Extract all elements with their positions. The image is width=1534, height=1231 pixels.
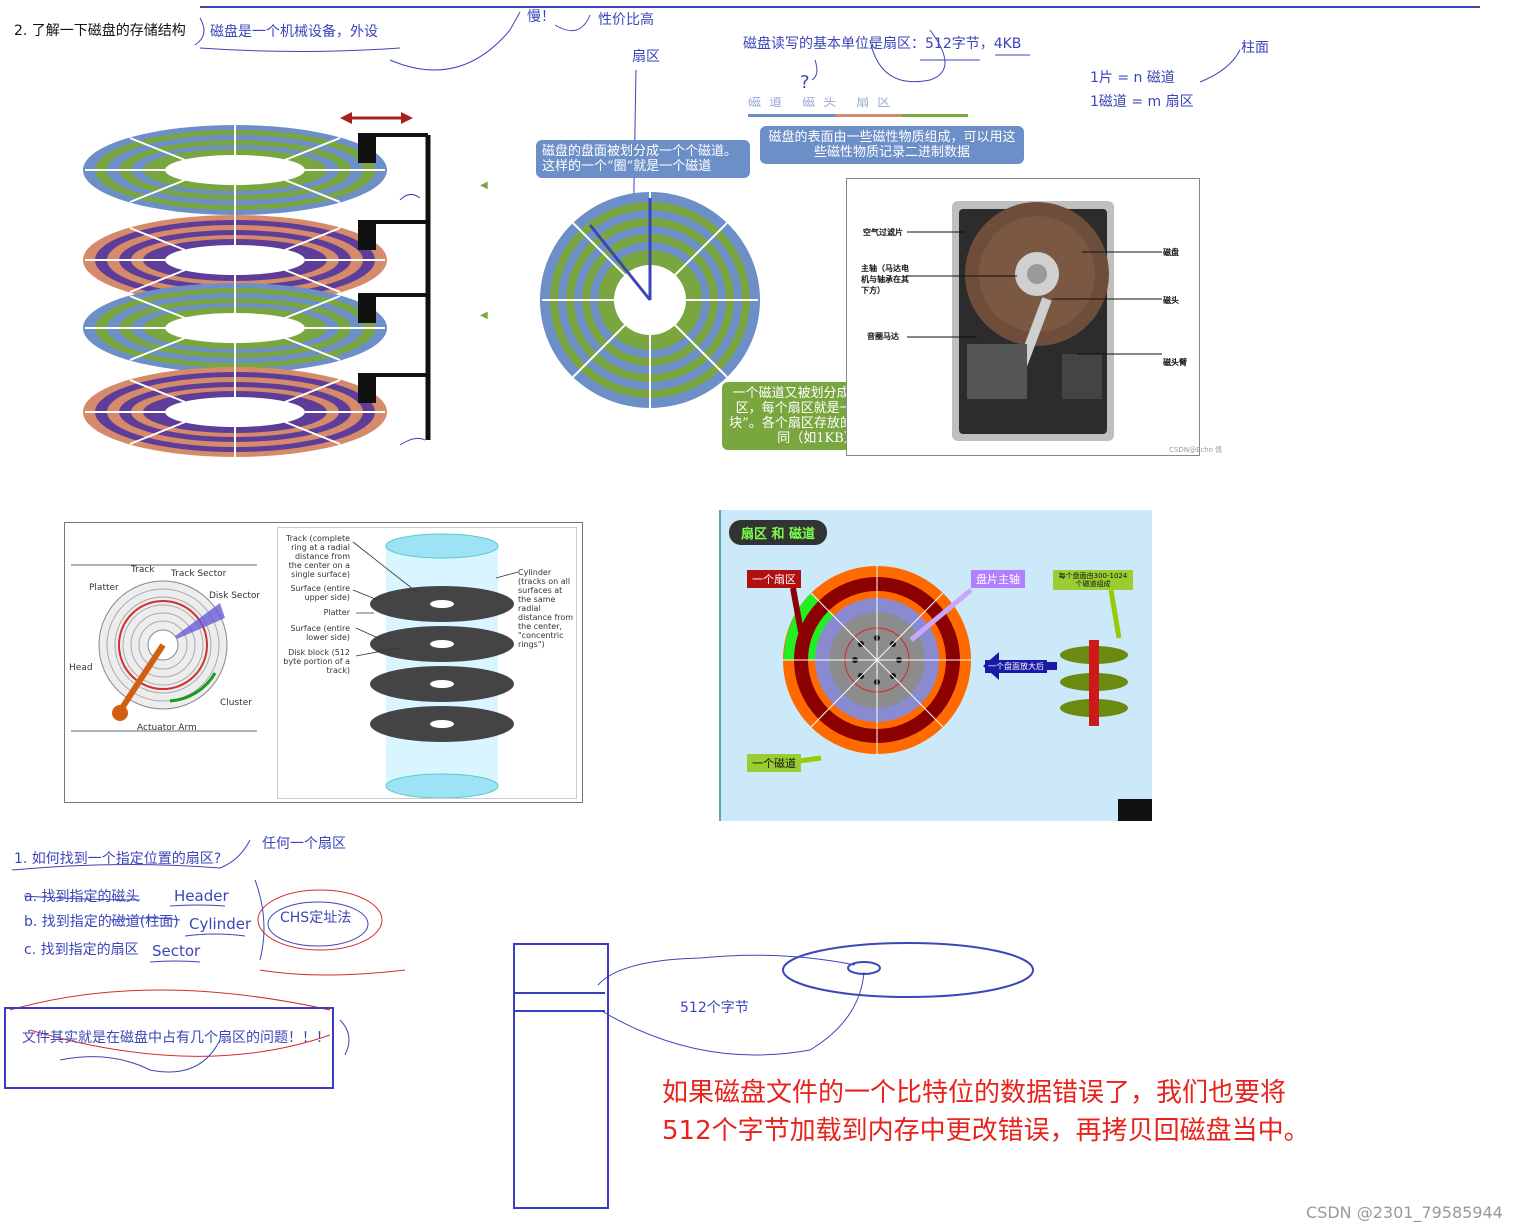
label-cylinder-desc: Cylinder (tracks on all surfaces at the … <box>518 568 574 649</box>
label-head: Head <box>69 663 93 673</box>
label-surface-upper: Surface (entire upper side) <box>290 584 350 602</box>
step-b-en: Cylinder <box>189 915 252 933</box>
label-platter: Platter <box>89 583 119 593</box>
top-rule <box>200 6 1480 8</box>
chs-method: CHS定址法 <box>280 910 352 926</box>
label-disk-sector: Disk Sector <box>209 591 261 601</box>
label-disk-block: Disk block (512 byte portion of a track) <box>283 648 350 675</box>
panel-title: 扇区 和 磁道 <box>729 520 828 545</box>
left-arrow-marker: ◀ <box>480 180 488 191</box>
disk-desc: 磁盘是一个机械设备，外设 <box>210 24 378 40</box>
question-mark: ? <box>800 72 810 93</box>
sector-track-panel: 扇区 和 磁道 一个扇区 盘片主轴 每个盘面由300-1024个磁道组成 一个盘 <box>719 510 1152 821</box>
file-note-box <box>4 1007 334 1089</box>
hdd-photo <box>907 201 1162 441</box>
bottom-handwriting-strokes <box>9 839 1034 1073</box>
callout-surface: 磁盘的表面由一些磁性物质组成，可以用这些磁性物质记录二进制数据 <box>760 126 1024 164</box>
label-cluster: Cluster <box>220 698 252 708</box>
label-each-platter: 每个盘面由300-1024个磁道组成 <box>1053 570 1133 590</box>
memory-block-segment <box>513 992 605 1012</box>
step-a-en: Header <box>174 887 229 905</box>
label-one-track: 一个磁道 <box>747 754 801 772</box>
memory-block <box>513 943 609 1209</box>
piece-track-note: 1片 = n 磁道 <box>1090 70 1175 86</box>
label-one-sector: 一个扇区 <box>747 570 801 588</box>
left-arrow-marker-2: ◀ <box>480 310 488 321</box>
section-title: 2. 了解一下磁盘的存储结构 <box>14 23 186 39</box>
disk-anatomy-figure: Track Track Sector Platter Disk Sector H… <box>64 522 583 803</box>
hdd-label-spindle: 主轴（马达电机与轴承在其下方） <box>861 264 909 295</box>
hdd-label-arm: 磁头臂 <box>1163 358 1187 367</box>
label-track-sector: Track Sector <box>171 569 227 579</box>
cylinder-figure-frame: Track (complete ring at a radial distanc… <box>277 527 577 799</box>
cylinder-label: 柱面 <box>1241 40 1269 56</box>
file-note: 文件其实就是在磁盘中占有几个扇区的问题！！！ <box>22 1030 330 1046</box>
hdd-label-voice-motor: 音圈马达 <box>867 332 899 341</box>
cylinder-figure <box>352 533 519 798</box>
step-c: c. 找到指定的扇区 <box>24 942 139 958</box>
label-track: Track <box>131 565 155 575</box>
cost-perf-note: 性价比高 <box>598 12 654 28</box>
hdd-label-platter: 磁盘 <box>1163 248 1179 257</box>
csdn-watermark: CSDN @2301_79585944 <box>1306 1203 1503 1222</box>
hdd-photo-frame: 空气过滤片 主轴（马达电机与轴承在其下方） 音圈马达 磁盘 磁头 磁头臂 CSD… <box>846 178 1222 456</box>
q1: 1. 如何找到一个指定位置的扇区? <box>14 851 222 867</box>
track-sector-disk <box>540 192 760 408</box>
hdd-label-head: 磁头 <box>1163 296 1179 305</box>
slow-note: 慢！ <box>527 9 555 25</box>
callout-track: 磁盘的盘面被划分成一个个磁道。这样的一个“圈”就是一个磁道 <box>536 140 750 178</box>
label-surface-lower: Surface (entire lower side) <box>290 624 350 642</box>
label-spindle: 盘片主轴 <box>971 570 1025 588</box>
red-note-line2: 512个字节加载到内存中更改错误，再拷贝回磁盘当中。 <box>662 1116 1310 1146</box>
sector-label: 扇区 <box>632 49 660 65</box>
top-handwriting-strokes <box>194 11 1241 200</box>
label-platter-right: Platter <box>323 608 350 617</box>
track-sector-note: 1磁道 = m 扇区 <box>1090 94 1194 110</box>
faded-header: 磁道 磁头 扇区 <box>748 97 968 119</box>
label-platter-zoom: 一个盘面放大后 <box>985 660 1047 673</box>
sector-track-disk <box>770 566 1152 821</box>
platter-stack-diagram <box>82 112 431 458</box>
any-sector: 任何一个扇区 <box>262 836 346 852</box>
step-a: a. 找到指定的磁头 <box>24 889 140 905</box>
label-actuator-arm: Actuator Arm <box>137 723 197 733</box>
bytes-512: 512个字节 <box>680 1000 749 1016</box>
red-note-line1: 如果磁盘文件的一个比特位的数据错误了，我们也要将 <box>662 1078 1287 1108</box>
hdd-label-air-filter: 空气过滤片 <box>863 228 903 237</box>
step-c-en: Sector <box>152 942 201 960</box>
platter-anatomy <box>71 564 257 732</box>
hdd-watermark: CSDN@Echo 情 <box>1169 446 1223 454</box>
basic-unit-note: 磁盘读写的基本单位是扇区：512字节，4KB <box>743 36 1022 52</box>
label-track-desc: Track (complete ring at a radial distanc… <box>286 534 350 579</box>
